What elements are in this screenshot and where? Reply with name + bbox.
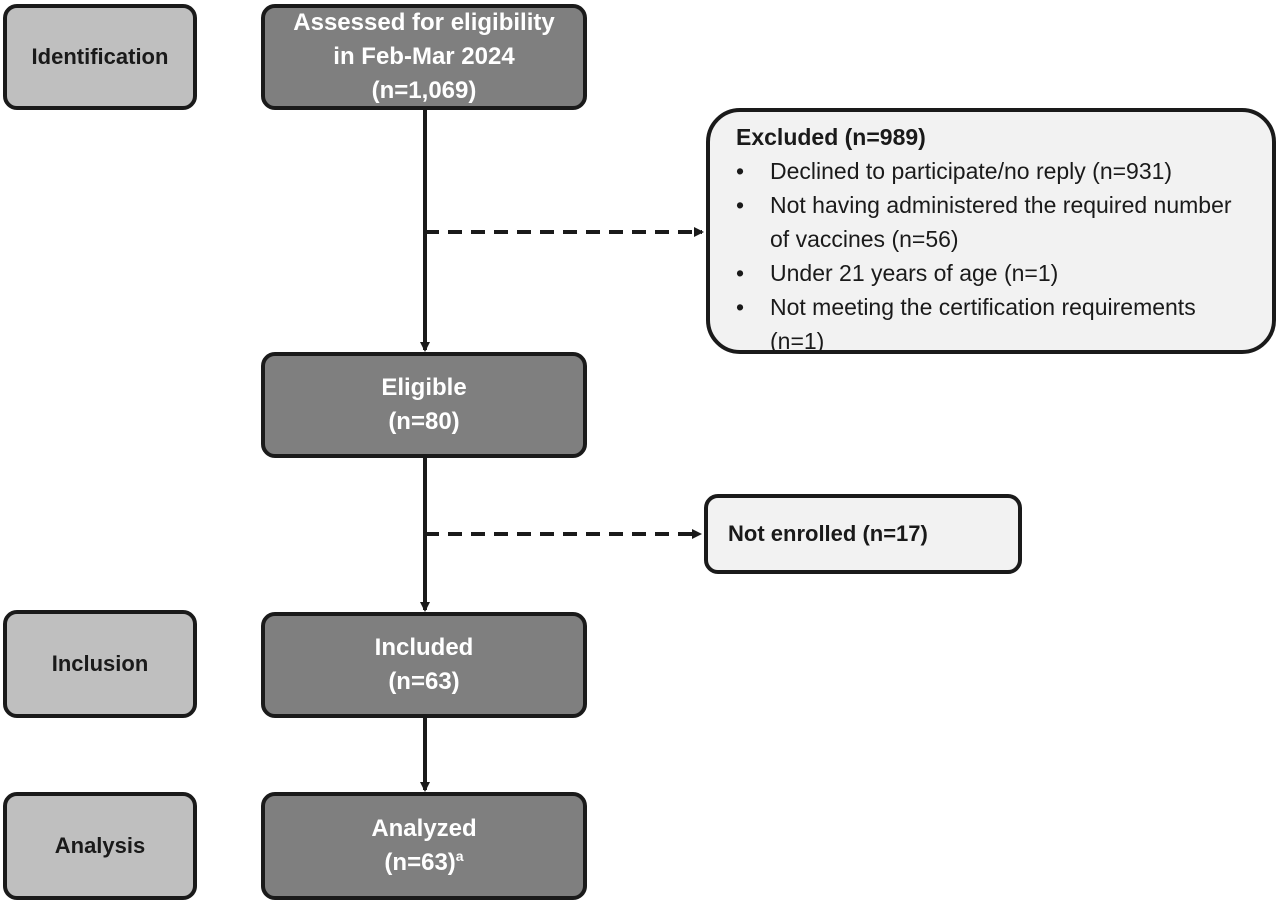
analyzed-line1: Analyzed xyxy=(371,815,477,842)
stage-inclusion: Inclusion xyxy=(3,610,197,718)
stage-analysis-label: Analysis xyxy=(54,833,146,858)
eligible-box: Eligible (n=80) xyxy=(261,352,587,458)
excluded-item: Declined to participate/no reply (n=931) xyxy=(736,154,1252,188)
stage-inclusion-label: Inclusion xyxy=(51,651,149,676)
assessed-line2: in Feb-Mar 2024 xyxy=(333,43,515,70)
included-line2: (n=63) xyxy=(388,668,460,695)
analyzed-footnote-mark: a xyxy=(455,848,464,864)
stage-analysis: Analysis xyxy=(3,792,197,900)
analyzed-line2: (n=63) xyxy=(384,849,456,876)
excluded-item: Not meeting the certification requiremen… xyxy=(736,290,1252,358)
stage-identification: Identification xyxy=(3,4,197,110)
excluded-title: Excluded (n=989) xyxy=(736,124,926,150)
stage-identification-label: Identification xyxy=(31,44,169,69)
not-enrolled-box: Not enrolled (n=17) xyxy=(704,494,1022,574)
eligible-line1: Eligible xyxy=(381,374,467,401)
assessed-line1: Assessed for eligibility xyxy=(293,9,555,36)
assessed-box: Assessed for eligibility in Feb-Mar 2024… xyxy=(261,4,587,110)
not-enrolled-label: Not enrolled (n=17) xyxy=(728,521,928,546)
analyzed-box: Analyzed (n=63)a xyxy=(261,792,587,900)
analyzed-line2-wrap: (n=63)a xyxy=(384,846,463,880)
excluded-item: Under 21 years of age (n=1) xyxy=(736,256,1252,290)
excluded-box: Excluded (n=989) Declined to participate… xyxy=(706,108,1276,354)
included-line1: Included xyxy=(374,634,474,661)
excluded-item: Not having administered the required num… xyxy=(736,188,1252,256)
assessed-line3: (n=1,069) xyxy=(371,77,477,104)
excluded-list: Declined to participate/no reply (n=931)… xyxy=(736,154,1252,358)
eligible-line2: (n=80) xyxy=(388,408,460,435)
included-box: Included (n=63) xyxy=(261,612,587,718)
